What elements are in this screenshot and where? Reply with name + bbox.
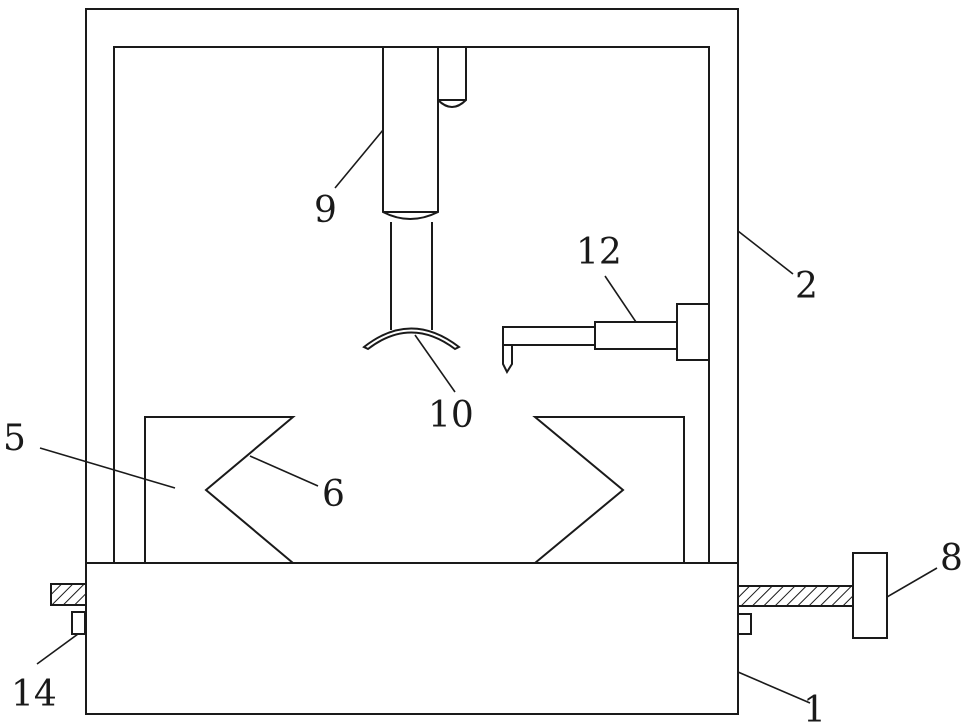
leader-1 xyxy=(738,672,810,703)
arm-probe xyxy=(503,345,512,372)
arm-rod xyxy=(503,327,595,345)
label-part-12: 12 xyxy=(576,232,622,273)
base-part-1 xyxy=(86,563,738,714)
cylinder-side-block xyxy=(438,47,466,107)
handwheel-part-8 xyxy=(853,553,887,638)
label-part-2: 2 xyxy=(795,266,818,307)
label-part-10: 10 xyxy=(428,395,474,436)
arm-sleeve xyxy=(595,322,677,349)
screw-rod-left xyxy=(51,584,87,605)
leader-8 xyxy=(887,568,937,597)
label-part-5: 5 xyxy=(3,418,26,459)
arm-mount xyxy=(677,304,709,360)
leader-14 xyxy=(37,634,78,664)
label-part-1: 1 xyxy=(803,690,826,727)
block-right xyxy=(738,614,751,634)
label-part-9: 9 xyxy=(314,190,337,231)
screw-rod-right xyxy=(737,586,855,606)
leader-2 xyxy=(738,231,793,274)
block-left-part-14 xyxy=(72,612,85,634)
label-part-14: 14 xyxy=(11,674,57,715)
label-part-6: 6 xyxy=(322,474,345,515)
cylinder-body xyxy=(383,47,438,219)
label-part-8: 8 xyxy=(940,538,963,579)
